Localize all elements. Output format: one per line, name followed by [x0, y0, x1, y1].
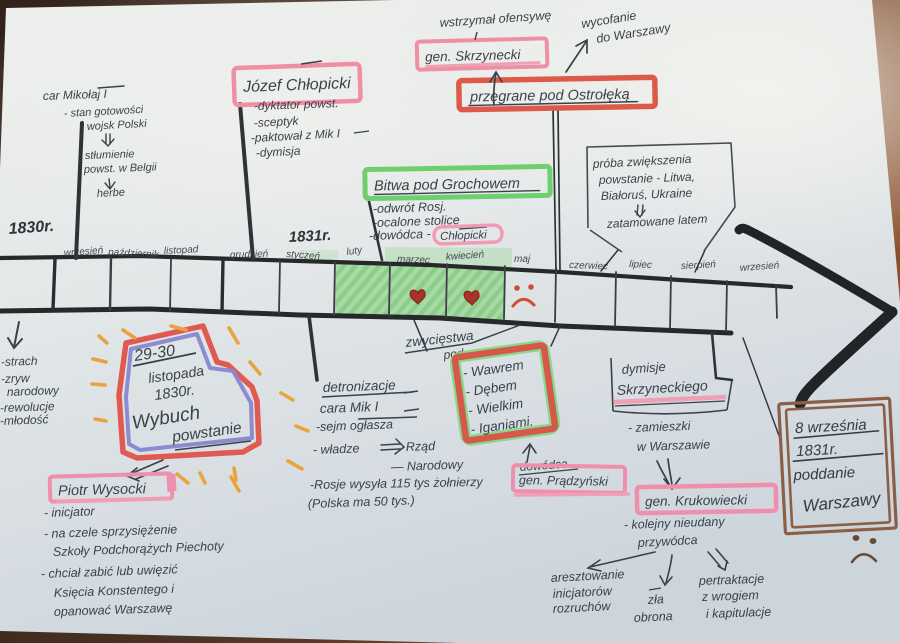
svg-text:inicjatorów: inicjatorów — [552, 584, 613, 601]
svg-text:próba zwiększenia: próba zwiększenia — [591, 152, 692, 171]
svg-text:opanować Warszawę: opanować Warszawę — [54, 601, 173, 619]
svg-text:-dowódca -: -dowódca - — [369, 227, 431, 243]
svg-text:herbe: herbe — [97, 187, 126, 200]
svg-text:lipiec: lipiec — [629, 259, 652, 271]
svg-text:pertraktacje: pertraktacje — [698, 572, 765, 588]
svg-text:dymisje: dymisje — [621, 359, 666, 377]
svg-text:8 września: 8 września — [795, 416, 867, 437]
svg-text:-sejm ogłasza: -sejm ogłasza — [316, 417, 394, 434]
svg-text:grudzień: grudzień — [230, 249, 269, 261]
svg-text:styczeń: styczeń — [286, 249, 321, 262]
svg-text:car Mikołaj I: car Mikołaj I — [43, 87, 108, 103]
svg-text:-dymisja: -dymisja — [255, 144, 301, 160]
svg-text:1831r.: 1831r. — [288, 227, 331, 246]
svg-text:- na czele sprzysiężenie: - na czele sprzysiężenie — [44, 522, 178, 541]
svg-text:1831r.: 1831r. — [796, 441, 839, 460]
svg-text:Piotr Wysocki: Piotr Wysocki — [58, 481, 147, 499]
svg-text:marzec: marzec — [397, 254, 430, 266]
svg-text:wrzesień: wrzesień — [63, 245, 104, 259]
svg-text:- władze: - władze — [313, 441, 360, 457]
svg-text:Białoruś, Ukraine: Białoruś, Ukraine — [601, 186, 693, 203]
svg-text:aresztowanie: aresztowanie — [550, 567, 624, 585]
svg-text:detronizacje: detronizacje — [323, 377, 396, 395]
svg-text:powst. w Belgii: powst. w Belgii — [83, 161, 158, 176]
svg-text:- Dębem: - Dębem — [464, 377, 517, 399]
svg-text:-strach: -strach — [1, 354, 38, 369]
svg-text:-Rosje wysyła 115 tys żołnierz: -Rosje wysyła 115 tys żołnierzy — [310, 475, 484, 492]
svg-text:z wrogiem: z wrogiem — [701, 588, 759, 604]
svg-text:- kolejny nieudany: - kolejny nieudany — [624, 514, 726, 532]
svg-text:rozruchów: rozruchów — [552, 599, 611, 616]
svg-text:poddanie: poddanie — [792, 464, 856, 484]
svg-text:-paktował z Mik I: -paktował z Mik I — [250, 126, 341, 145]
svg-text:- inicjator: - inicjator — [44, 504, 96, 520]
svg-text:-rewolucje: -rewolucje — [0, 399, 55, 415]
svg-text:gen. Skrzynecki: gen. Skrzynecki — [425, 47, 522, 65]
svg-text:i kapitulacje: i kapitulacje — [706, 605, 772, 621]
svg-text:- zamieszki: - zamieszki — [628, 419, 692, 435]
svg-text:w Warszawie: w Warszawie — [637, 437, 711, 454]
svg-text:1830r.: 1830r. — [8, 218, 54, 238]
svg-text:zatamowane latem: zatamowane latem — [605, 212, 707, 231]
svg-text:powstanie - Litwa,: powstanie - Litwa, — [598, 170, 695, 187]
svg-text:wrzesień: wrzesień — [739, 260, 780, 274]
svg-text:listopada: listopada — [147, 362, 205, 386]
svg-text:-odwrót Rosj.: -odwrót Rosj. — [373, 199, 447, 216]
svg-text:czerwiec: czerwiec — [569, 260, 608, 272]
svg-text:-dyktator powst.: -dyktator powst. — [254, 96, 339, 113]
svg-text:Skrzyneckiego: Skrzyneckiego — [616, 377, 708, 398]
svg-text:maj: maj — [514, 254, 531, 265]
svg-text:Szkoły Podchorążych Piechoty: Szkoły Podchorążych Piechoty — [53, 539, 225, 559]
svg-text:gen. Prądzyński: gen. Prądzyński — [519, 473, 609, 489]
svg-text:narodowy: narodowy — [7, 383, 60, 399]
svg-text:stłumienie: stłumienie — [85, 148, 135, 162]
svg-text:-sceptyk: -sceptyk — [253, 114, 299, 130]
svg-text:-ocalone stolice: -ocalone stolice — [373, 213, 460, 230]
svg-text:Bitwa pod Grochowem: Bitwa pod Grochowem — [374, 176, 520, 195]
svg-text:Chłopicki: Chłopicki — [440, 229, 487, 243]
svg-text:przywódca: przywódca — [636, 533, 697, 550]
svg-text:1830r.: 1830r. — [153, 382, 195, 403]
svg-text:— Narodowy: — Narodowy — [390, 457, 464, 474]
svg-text:-młodość: -młodość — [0, 412, 49, 428]
svg-text:wojsk Polski: wojsk Polski — [87, 118, 148, 133]
svg-text:- stan gotowości: - stan gotowości — [64, 104, 145, 120]
svg-text:październik: październik — [107, 247, 160, 261]
svg-text:Księcia Konstentego i: Księcia Konstentego i — [54, 582, 176, 600]
svg-text:kwiecień: kwiecień — [445, 249, 484, 263]
svg-text:-zryw: -zryw — [1, 371, 31, 386]
svg-text:obrona: obrona — [633, 609, 673, 625]
svg-text:Józef Chłopicki: Józef Chłopicki — [242, 75, 352, 96]
svg-text:przegrane pod Ostrołęką: przegrane pod Ostrołęką — [469, 87, 630, 106]
svg-text:luty: luty — [346, 245, 364, 258]
svg-text:Rząd: Rząd — [406, 439, 437, 454]
svg-text:listopad: listopad — [164, 244, 199, 257]
svg-text:zła: zła — [646, 592, 664, 607]
svg-text:(Polska ma 50 tys.): (Polska ma 50 tys.) — [308, 493, 415, 511]
svg-text:cara Mik I: cara Mik I — [320, 399, 379, 416]
svg-text:gen. Krukowiecki: gen. Krukowiecki — [645, 492, 748, 509]
svg-text:- chciał zabić lub uwięzić: - chciał zabić lub uwięzić — [41, 562, 179, 581]
